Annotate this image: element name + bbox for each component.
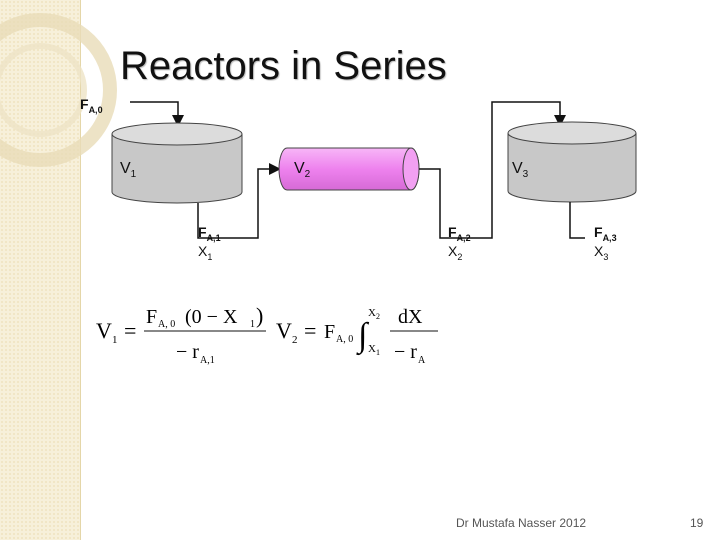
svg-text:=: = [304,318,316,343]
stream-2-line [419,101,566,239]
svg-text:F: F [146,306,157,328]
stream-2-flow-label: FA,2 [448,224,471,243]
svg-text:1: 1 [376,348,380,357]
svg-text:1: 1 [250,319,255,330]
stream-3-line [569,202,585,239]
svg-text:dX: dX [398,306,423,328]
footer-author: Dr Mustafa Nasser 2012 [456,516,587,530]
reactor-3-label: V3 [512,160,529,181]
svg-text:2: 2 [376,312,380,321]
svg-text:− r: − r [394,341,417,363]
svg-text:): ) [256,303,263,328]
svg-text:− r: − r [176,341,199,363]
cstr-1-vessel [111,122,243,204]
svg-text:A,1: A,1 [200,355,215,366]
feed-line [130,101,184,127]
svg-text:2: 2 [292,334,298,346]
cstr-3-vessel [507,121,637,203]
feed-label: FA,0 [80,96,103,115]
svg-text:X: X [368,307,376,319]
decorative-circles [0,13,117,167]
svg-text:F: F [324,321,335,343]
pfr-design-equation: V 2 = F A, 0 ∫ X 2 X 1 dX − r A [276,306,438,366]
svg-text:V: V [276,318,292,343]
slide-title: Reactors in Series [120,44,447,88]
reactor-1-label: V1 [120,160,137,181]
sidebar-decoration [0,0,81,540]
reactor-2-label: V2 [294,160,311,181]
svg-text:V: V [96,318,112,343]
svg-text:A: A [418,355,426,366]
stream-2-conversion-label: X2 [448,243,463,262]
stream-1-line [197,163,281,239]
page-number: 19 [690,516,704,530]
cstr-design-equation: V 1 = F A, 0 (0 − X 1 ) − r A,1 [96,303,266,366]
stream-1-flow-label: FA,1 [198,224,221,243]
stream-1-conversion-label: X1 [198,243,213,262]
svg-text:(0 − X: (0 − X [185,306,238,328]
svg-text:=: = [124,318,136,343]
stream-3-conversion-label: X3 [594,243,609,262]
svg-text:X: X [368,343,376,355]
svg-text:A, 0: A, 0 [158,319,175,330]
svg-text:A, 0: A, 0 [336,334,353,345]
svg-text:1: 1 [112,334,118,346]
stream-3-flow-label: FA,3 [594,224,617,243]
svg-text:∫: ∫ [356,317,370,356]
